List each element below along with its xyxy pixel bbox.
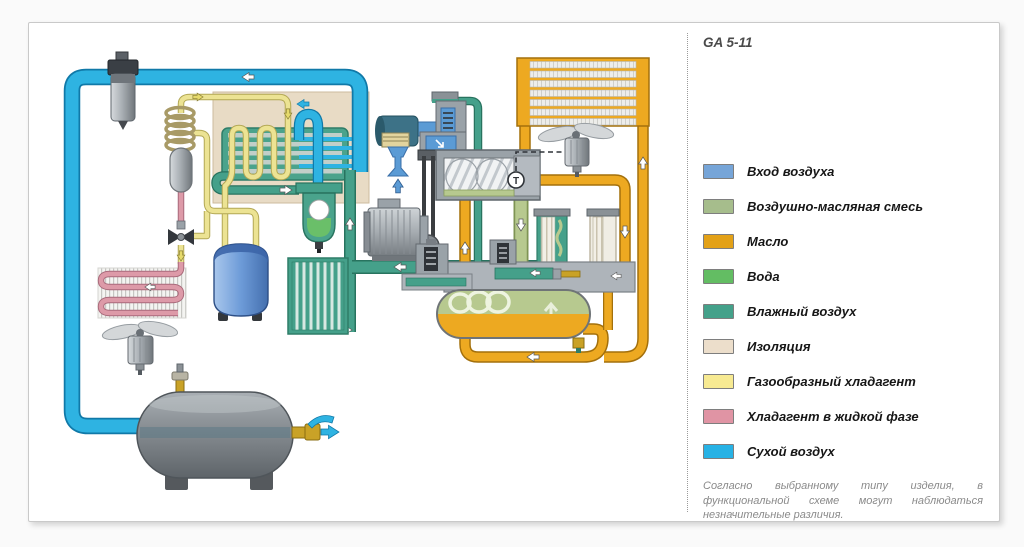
oil-separator-tank <box>436 289 591 353</box>
oil-cooler-fan <box>537 122 615 177</box>
oil-manifold <box>443 261 636 293</box>
gas-refrigerant-pipes <box>176 92 293 296</box>
legend-item-oil: Масло <box>703 233 788 249</box>
legend-swatch <box>703 373 734 389</box>
screw-element <box>435 149 541 201</box>
air-receiver-tank <box>136 363 294 490</box>
wet-air-wrap-pipe <box>211 171 299 195</box>
minimum-pressure-valve <box>489 239 517 265</box>
legend-swatch <box>703 163 734 179</box>
dry-air-hook-pipe <box>293 99 324 203</box>
oil-filter-cartridge <box>533 208 571 269</box>
legend-swatch <box>703 198 734 214</box>
legend-label: Изоляция <box>747 338 811 354</box>
legend-label: Масло <box>747 233 789 249</box>
legend-label: Вход воздуха <box>747 163 835 179</box>
condenser-fan <box>101 320 179 375</box>
legend-item-air-oil-mix: Воздушно-масляная смесь <box>703 198 923 214</box>
air-inlet-filter <box>107 51 139 130</box>
oil-cooler <box>516 57 650 127</box>
thermostatic-valve <box>401 239 473 291</box>
legend-label: Сухой воздух <box>747 443 835 459</box>
expansion-valve <box>168 220 194 245</box>
refrigerant-spiral-coil <box>164 105 196 153</box>
legend-swatch <box>703 303 734 319</box>
legend-swatch <box>703 443 734 459</box>
drive-motor <box>363 198 429 261</box>
legend-item-liquid-refrigerant: Хладагент в жидкой фазе <box>703 408 919 424</box>
temperature-sensor: T <box>507 151 562 189</box>
dry-air-pipe <box>63 68 369 435</box>
receiver-outlet-valve <box>291 415 340 441</box>
legend-label: Вода <box>747 268 780 284</box>
legend-item-air-inlet: Вход воздуха <box>703 163 834 179</box>
legend-item-insulation: Изоляция <box>703 338 811 354</box>
refrigerant-compressor <box>213 243 269 321</box>
footnote: Согласно выбранному типу изделия, в функ… <box>703 480 983 522</box>
temperature-sensor-label: T <box>513 176 519 187</box>
legend-swatch <box>703 338 734 354</box>
filter-dryer-capsule <box>169 147 193 193</box>
model-title: GA 5-11 <box>703 35 753 50</box>
legend-label: Хладагент в жидкой фазе <box>747 408 919 424</box>
legend-swatch <box>703 268 734 284</box>
water-separator <box>295 182 343 253</box>
legend-label: Газообразный хладагент <box>747 373 916 389</box>
oil-pipes <box>459 124 649 363</box>
oil-separator-element <box>586 208 620 269</box>
legend-item-water: Вода <box>703 268 780 284</box>
wet-air-radiator <box>287 257 349 335</box>
legend-item-dry-air: Сухой воздух <box>703 443 835 459</box>
legend-label: Воздушно-масляная смесь <box>747 198 924 214</box>
legend-label: Влажный воздух <box>747 303 857 319</box>
legend-swatch <box>703 408 734 424</box>
legend-divider <box>687 33 688 512</box>
legend-item-gas-refrigerant: Газообразный хладагент <box>703 373 916 389</box>
refrigerant-condenser <box>97 262 187 319</box>
legend-item-wet-air: Влажный воздух <box>703 303 856 319</box>
legend-swatch <box>703 233 734 249</box>
